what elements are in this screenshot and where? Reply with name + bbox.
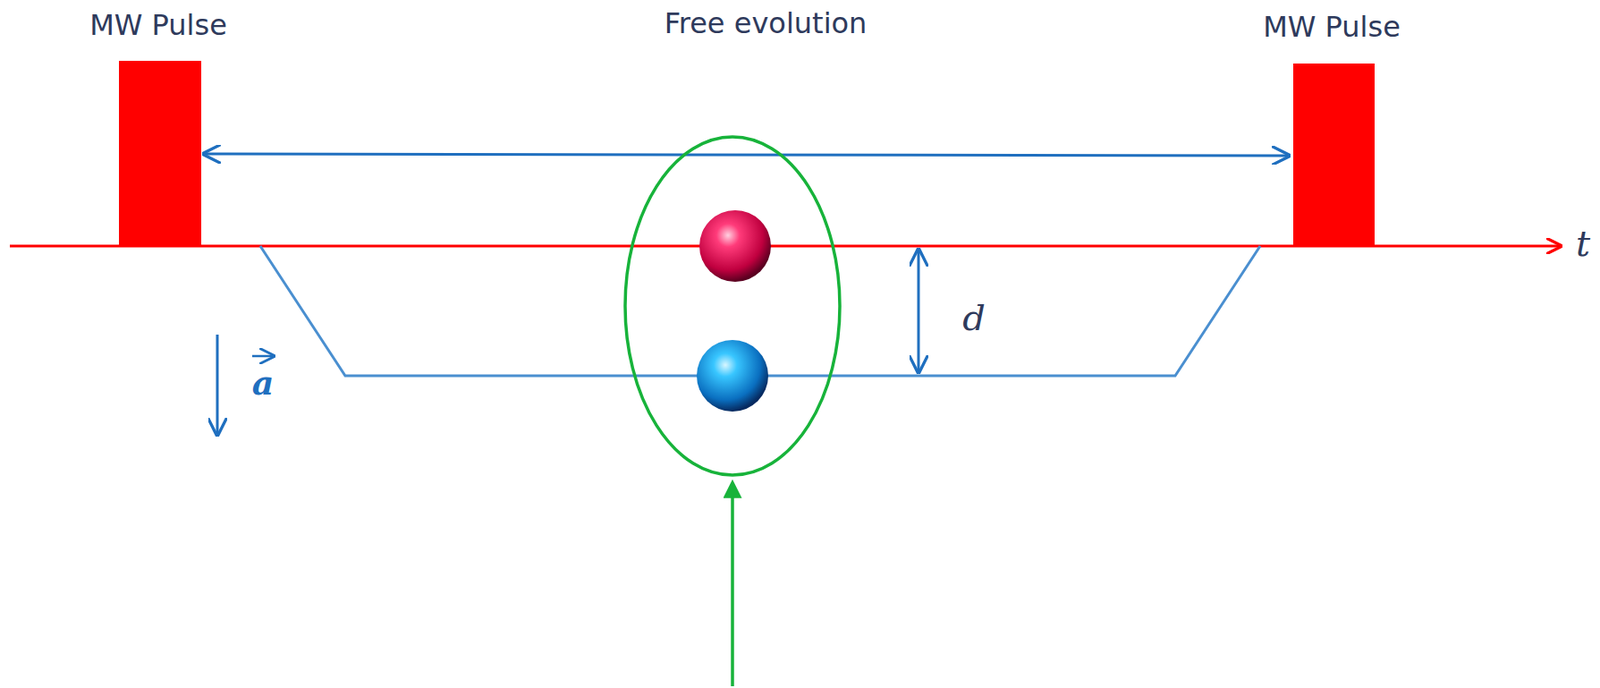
highlight-ellipse [625, 136, 840, 475]
mw-pulse [118, 60, 202, 246]
pulse-label: MW Pulse [89, 9, 228, 42]
particle-ball [699, 210, 771, 282]
pointer-arrow [730, 482, 735, 686]
acceleration-arrow [216, 334, 220, 435]
dimension-label: d [962, 297, 986, 338]
mw-pulse [1293, 63, 1375, 246]
vector-label: a [252, 364, 275, 402]
axis-label: t [1575, 223, 1591, 263]
phase-label: Free evolution [664, 8, 868, 40]
vector-arrow [252, 355, 274, 358]
separation-arrow [917, 249, 921, 373]
duration-arrow [203, 153, 1289, 156]
pulse-label: MW Pulse [1262, 11, 1401, 43]
particle-ball [696, 339, 769, 412]
